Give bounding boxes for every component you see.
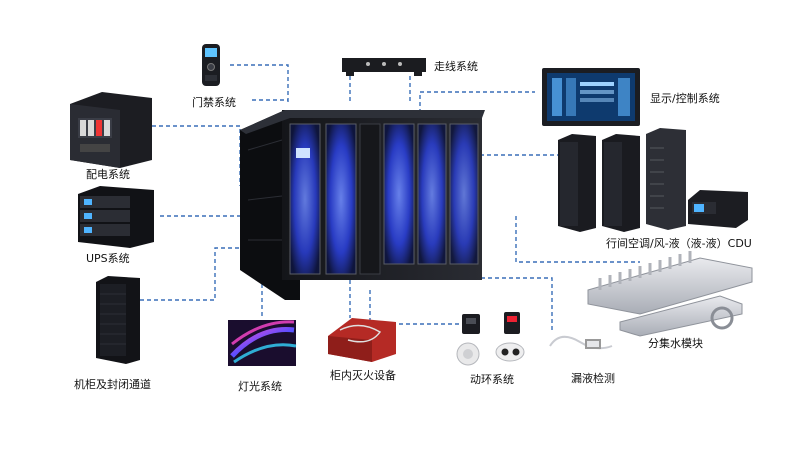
display-monitor	[542, 68, 640, 126]
access-control-device	[202, 44, 220, 86]
main-cabinet-row	[240, 110, 485, 300]
light-strips	[228, 320, 297, 366]
ups-units	[78, 186, 154, 248]
connector-power	[152, 125, 241, 186]
label-lighting: 灯光系统	[238, 380, 282, 393]
rack-cabinet	[96, 276, 140, 364]
label-access-control: 门禁系统	[192, 96, 236, 109]
label-display-control: 显示/控制系统	[650, 92, 720, 105]
label-cabling: 走线系统	[434, 60, 478, 73]
label-cooling: 行间空调/风-液（液-液）CDU	[606, 237, 752, 250]
cabinet-screen-icon	[296, 148, 310, 158]
label-cabinet-aisle: 机柜及封闭通道	[74, 378, 151, 391]
leak-detection-cable	[549, 335, 613, 350]
connector-manifold	[515, 216, 640, 263]
label-fire-suppression: 柜内灭火设备	[330, 369, 396, 382]
connector-env	[369, 290, 462, 325]
cooling-units	[558, 128, 748, 232]
label-manifold: 分集水模块	[648, 337, 703, 350]
connector-leak	[469, 268, 553, 330]
label-leak-detection: 漏液检测	[571, 372, 615, 385]
label-power-distribution: 配电系统	[86, 168, 130, 181]
power-distribution-box	[70, 92, 152, 168]
connector-access	[230, 64, 289, 104]
manifold-module	[587, 251, 753, 337]
fire-suppression-device	[328, 318, 396, 362]
label-env-monitoring: 动环系统	[470, 373, 514, 386]
cabling-tray	[342, 58, 426, 76]
connector-cabinet	[140, 247, 240, 301]
env-monitoring-devices	[456, 312, 525, 366]
label-ups: UPS系统	[86, 252, 130, 265]
